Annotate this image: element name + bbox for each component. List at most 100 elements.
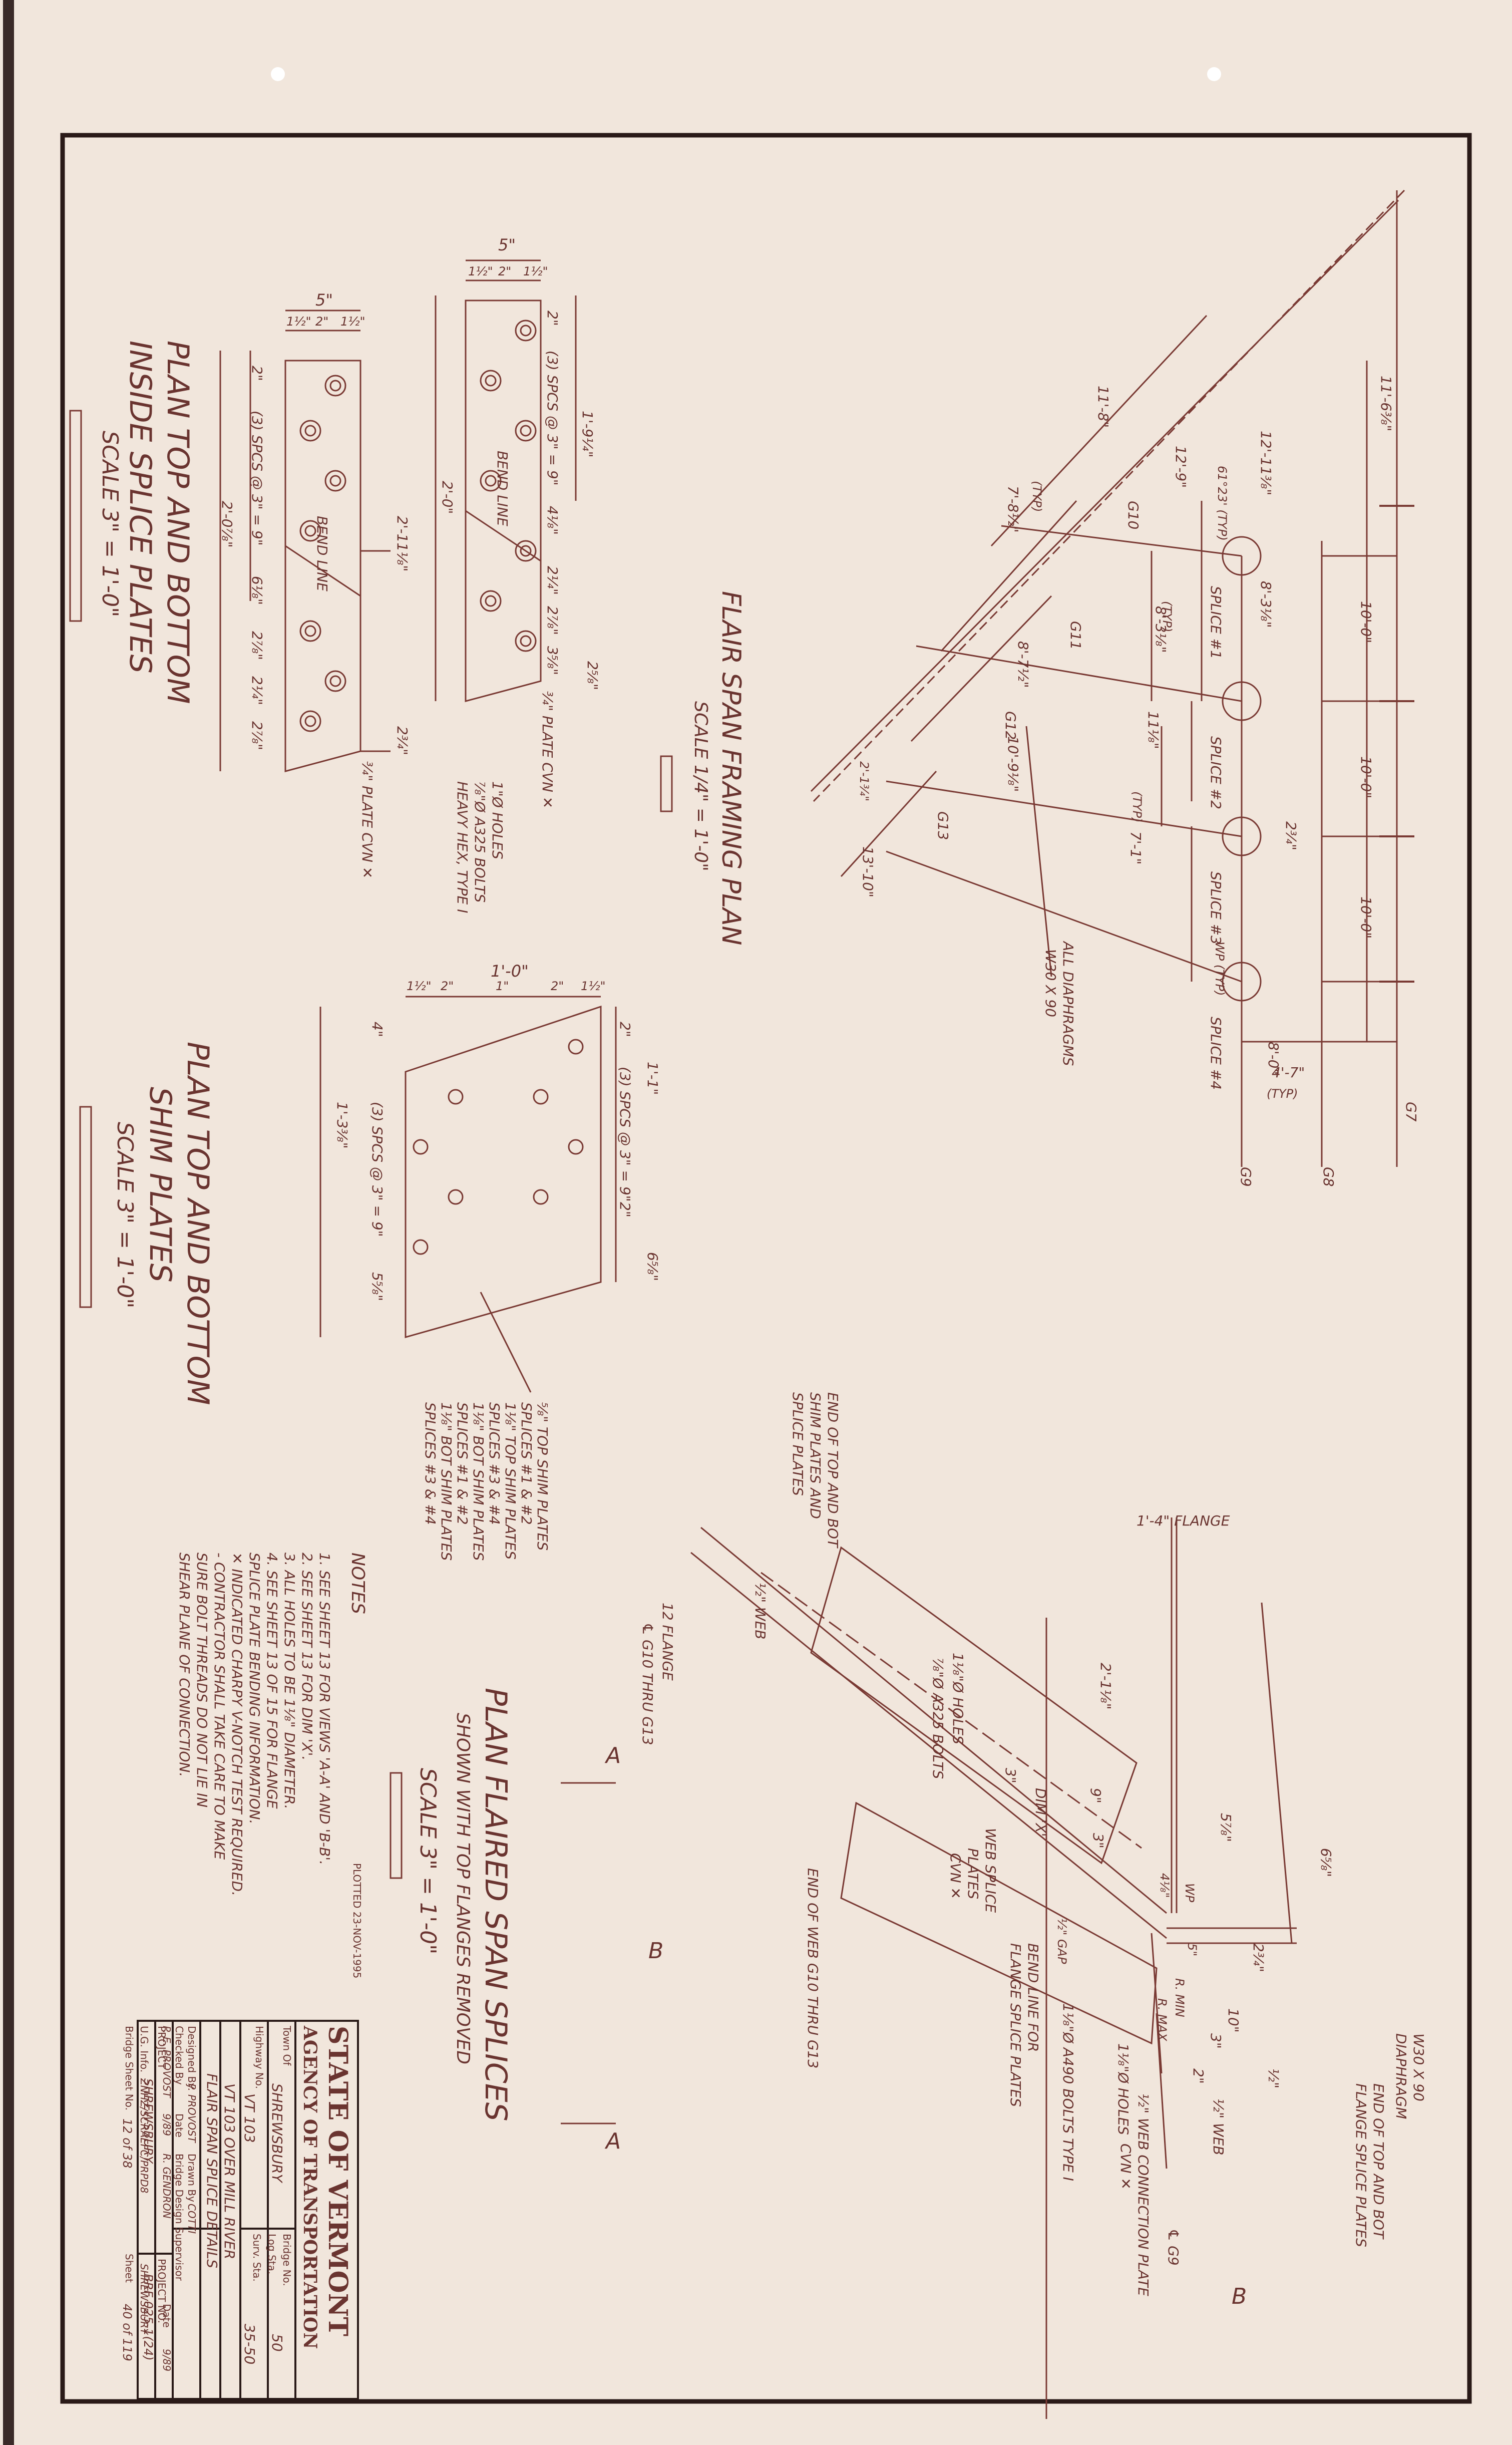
scale-bars — [69, 410, 673, 1879]
section-mark-a1: A — [606, 1743, 621, 1768]
splice-b-spcs: (3) SPCS @ 3" = 9" — [544, 351, 561, 486]
tb-sheet: 40 of 119 — [120, 2304, 134, 2361]
flared-half: ½" — [1265, 2068, 1282, 2089]
shim-dim-2b: 2" — [551, 979, 564, 993]
girder-g7: G7 — [1403, 1102, 1419, 1122]
splice-a-dim-1h: 1½" — [286, 315, 311, 329]
shim-dim-11: 1'-1" — [644, 1062, 661, 1095]
note-4: 4. SEE SHEET 13 OF 15 FOR FLANGE — [264, 1553, 280, 1809]
splice-a-dim-214: 2¼" — [249, 676, 265, 705]
note-4b: SPLICE PLATE BENDING INFORMATION. — [246, 1553, 263, 1824]
flared-cvn: CVN ✕ — [947, 1853, 964, 1900]
splice-b-dim-2b: 2" — [544, 311, 561, 326]
framing-angle-4: (TYP) — [1130, 791, 1144, 823]
section-mark-a2: A — [606, 2128, 621, 2154]
shim-dim-558: 5⅝" — [369, 1272, 386, 1301]
splice-b-dim-5: 5" — [498, 235, 516, 254]
tb-checked-label: Checked By — [173, 2026, 185, 2085]
tb-designed: P. PROVOST — [186, 2083, 198, 2143]
flared-end-1: END OF TOP AND BOT — [825, 1392, 841, 1548]
framing-dim-7: 10'-0" — [1358, 601, 1374, 644]
shim-spcs-a: (3) SPCS @ 3" = 9" — [617, 1067, 633, 1202]
note-3: 3. ALL HOLES TO BE 1⅛" DIAMETER. — [281, 1553, 298, 1809]
flared-end-2: SHIM PLATES AND — [807, 1392, 824, 1519]
framing-plan-ticks — [1379, 505, 1414, 983]
splice-a-dim-211: 2'-11⅛" — [394, 516, 411, 572]
splice-b-dim-278: 2⅞" — [544, 606, 561, 635]
flared-web-conn: ½" WEB CONNECTION PLATE — [1135, 2093, 1152, 2296]
tb-designed-label: Designed By — [186, 2026, 198, 2089]
flared-diaphragm: DIAPHRAGM — [1393, 2033, 1409, 2119]
splice-a-dim-61: 6⅛" — [249, 576, 265, 605]
flared-dim-2: 2" — [1190, 2068, 1207, 2084]
splice-a-scale: SCALE 3" = 1'-0" — [97, 431, 123, 618]
shim-dim-2d: 2" — [617, 1202, 633, 1217]
tb-surv-sta: 35-50 — [241, 2324, 258, 2365]
framing-dim-11: 10'-9⅛" — [1005, 736, 1021, 792]
shim-dim-1: 1" — [496, 979, 509, 993]
tb-highway-label: Highway No. — [253, 2026, 265, 2089]
splice-b-dim-2: 2" — [498, 264, 512, 278]
girder-g11: G11 — [1067, 621, 1084, 650]
framing-dim-15: 10'-0" — [1358, 756, 1374, 799]
flared-scale: SCALE 3" = 1'-0" — [415, 1768, 441, 1955]
tb-sheet-label: Sheet — [123, 2254, 135, 2283]
shim-subtitle: SHIM PLATES — [143, 1087, 178, 1283]
section-mark-b1: B — [648, 1938, 664, 1964]
framing-angle-5: WP (TYP) — [1213, 942, 1227, 996]
shim-note-3: 1⅛" TOP SHIM PLATES — [502, 1402, 519, 1560]
flared-wp: WP — [1183, 1883, 1197, 1903]
flared-dim-578: 5⅞" — [1218, 1813, 1234, 1842]
splice-a-title: PLAN TOP AND BOTTOM — [160, 341, 195, 704]
framing-dim-5: 7'-8½" — [1005, 486, 1021, 533]
flared-bend-2: FLANGE SPLICE PLATES — [1007, 1943, 1024, 2107]
girder-g8: G8 — [1320, 1167, 1337, 1187]
flared-dim-234: 2¾" — [1250, 1943, 1267, 1972]
flared-end-top: END OF TOP AND BOT — [1370, 2083, 1387, 2239]
flared-dim-3c: 3" — [1208, 2033, 1224, 2049]
shim-dim-1h-b: 1½" — [581, 979, 606, 993]
splice-plate-b-outline — [435, 259, 577, 702]
splice-label-4: SPLICE #4 — [1208, 1017, 1224, 1090]
shim-note-5: 1⅛" BOT SHIM PLATES — [470, 1402, 487, 1561]
framing-angle-3: (TYP) — [1160, 601, 1174, 633]
tb-project-label: PROJECT — [156, 2026, 168, 2069]
framing-dim-3: 12'-9" — [1173, 446, 1189, 488]
tb-bridge-no-label: Bridge No. — [281, 2234, 293, 2286]
splice-a-subtitle: INSIDE SPLICE PLATES — [123, 341, 158, 674]
tb-surv-sta-label: Surv. Sta. — [251, 2234, 263, 2282]
framing-dim-1: 11'-6⅜" — [1378, 376, 1394, 432]
flared-holes: 1⅛"Ø HOLES — [950, 1653, 966, 1744]
plotted-stamp: PLOTTED 23-NOV-1995 — [351, 1863, 363, 1979]
splice-b-holes-1: 1"Ø HOLES — [489, 781, 506, 859]
splice-a-dim-208: 2'-0⅞" — [219, 501, 235, 548]
splice-a-dim-234: 2¾" — [394, 726, 411, 755]
shim-spcs-b: (3) SPCS @ 3" = 9" — [369, 1102, 386, 1237]
splice-a-dim-2: 2" — [315, 315, 329, 329]
splice-label-3: SPLICE #3 — [1208, 871, 1224, 945]
shim-note-1: ⅝" TOP SHIM PLATES — [534, 1402, 551, 1551]
flared-plates: PLATES — [965, 1848, 981, 1900]
note-6c: SHEAR PLANE OF CONNECTION. — [176, 1553, 193, 1777]
splice-b-holes-3: HEAVY HEX, TYPE I — [454, 781, 471, 913]
tb-sheet-title: FLAIR SPAN SPLICE DETAILS — [204, 2073, 220, 2268]
girder-g9: G9 — [1238, 1167, 1254, 1187]
splice-a-plate-note: ¾" PLATE CVN ✕ — [359, 761, 375, 879]
splice-b-dim-20: 2'-0" — [439, 481, 456, 514]
shim-dim-658: 6⅝" — [644, 1252, 661, 1281]
shim-plate-outline — [319, 996, 617, 1393]
tb-bridge-sheet-label: Bridge Sheet No. — [123, 2026, 135, 2110]
flared-web: ½" WEB — [752, 1583, 769, 1640]
diaphragm-note-1: ALL DIAPHRAGMS — [1060, 942, 1076, 1066]
flared-dim-3b: 3" — [1090, 1833, 1106, 1849]
splice-a-dim-5: 5" — [315, 290, 333, 310]
framing-dim-12: 7'-1" — [1127, 831, 1144, 865]
flared-flange: 1'-4" FLANGE — [1137, 1512, 1230, 1529]
shim-dim-1h: 1½" — [407, 979, 432, 993]
splice-plate-a-outline — [219, 310, 391, 772]
flared-dim-21: 2'-1⅛" — [1097, 1663, 1114, 1710]
tb-highway: VT 103 — [241, 2093, 258, 2143]
framing-angle-6: (TYP) — [1267, 1087, 1298, 1101]
diaphragm-note-2: W30 X 90 — [1042, 949, 1059, 1017]
